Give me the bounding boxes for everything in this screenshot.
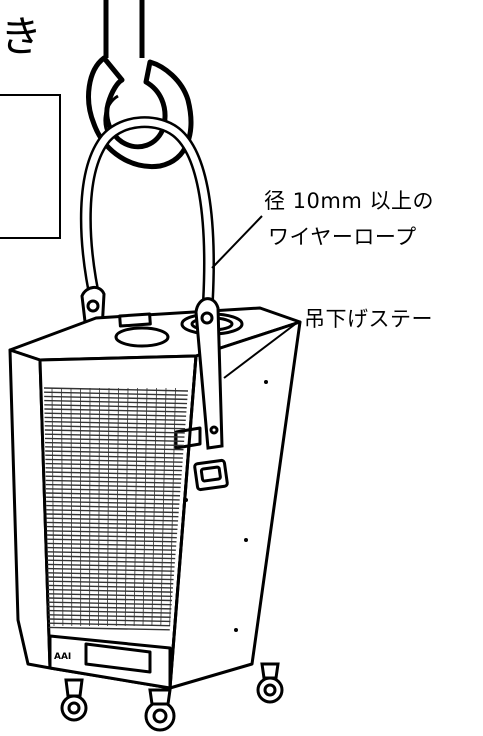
grille-column (115, 387, 119, 627)
grille-column (51, 387, 55, 627)
unit-badge: AAI (54, 652, 72, 662)
grille-slat (44, 404, 187, 409)
grille-slat (44, 391, 188, 396)
caster-wheels (60, 662, 284, 732)
grille-slat (46, 496, 180, 501)
grille-slat (47, 559, 175, 564)
grille-slat (45, 446, 184, 451)
grille-column (107, 387, 110, 627)
grille-column (98, 387, 100, 627)
grille-slat (48, 605, 172, 610)
grille-slat (46, 521, 178, 526)
grille-slat (48, 626, 170, 631)
grille-slat (47, 597, 173, 602)
grille-slat (48, 618, 171, 623)
grille-slat (45, 483, 181, 489)
grille-slat (43, 387, 189, 392)
grille-slat (44, 416, 186, 422)
grille-slat (45, 441, 184, 447)
wire-rope (79, 116, 215, 310)
grille-slat (46, 517, 179, 522)
wire-rope-callout-line1: 径 10mm 以上の (264, 189, 434, 213)
grille-slat (45, 462, 183, 468)
grille-slat (47, 551, 176, 556)
grille-slat (45, 450, 184, 455)
grille-slat (45, 467, 182, 472)
grille-column (160, 387, 167, 627)
wire-rope-leader (211, 215, 263, 269)
front-grille (43, 387, 189, 631)
grille-column (124, 387, 129, 627)
grille-slat (47, 555, 176, 560)
grille-slat (45, 488, 181, 493)
grille-slat (48, 622, 171, 627)
grille-slat (46, 504, 180, 510)
grille-slat (46, 538, 177, 543)
grille-slat (47, 584, 173, 589)
grille-slat (44, 408, 187, 413)
grille-column (61, 387, 64, 627)
grille-slat (46, 542, 177, 547)
grille-slat (48, 614, 171, 618)
grille-slat (44, 425, 186, 430)
grille-slat (45, 492, 181, 497)
heading-fragment: き (0, 12, 43, 61)
grille-column (151, 387, 157, 627)
grille-slat (47, 588, 173, 593)
side-screws (184, 380, 268, 632)
grille-column (169, 387, 176, 627)
grille-slat (44, 429, 185, 434)
grille-slat (45, 458, 183, 463)
grille-slat (46, 525, 178, 530)
grille-slat (45, 454, 183, 459)
grille-slat (44, 433, 185, 438)
grille-slat (44, 420, 186, 426)
grille-slat (46, 530, 178, 535)
grille-column (133, 387, 138, 627)
grille-slat (48, 609, 172, 614)
lifting-stay-callout: 吊下げステー (304, 307, 433, 331)
grille-slat (48, 601, 172, 606)
grille-slat (46, 500, 180, 505)
grille-slat (46, 513, 179, 518)
grille-slat (44, 395, 188, 401)
note-box-fragment (0, 94, 61, 239)
grille-slat (44, 399, 188, 405)
grille-slat (47, 593, 173, 598)
grille-column (142, 387, 148, 627)
grille-slat (45, 479, 181, 484)
grille-slat (44, 437, 185, 442)
grille-slat (45, 475, 182, 480)
lifting-stay-leader (223, 321, 299, 379)
grille-slat (46, 509, 179, 514)
grille-slat (45, 471, 182, 476)
grille-slat (44, 412, 187, 417)
grille-slat (46, 534, 177, 539)
right-lifting-stay (194, 297, 224, 450)
grille-slat (47, 546, 176, 551)
wire-rope-callout-line2: ワイヤーロープ (268, 225, 417, 249)
grille-column (70, 387, 73, 627)
